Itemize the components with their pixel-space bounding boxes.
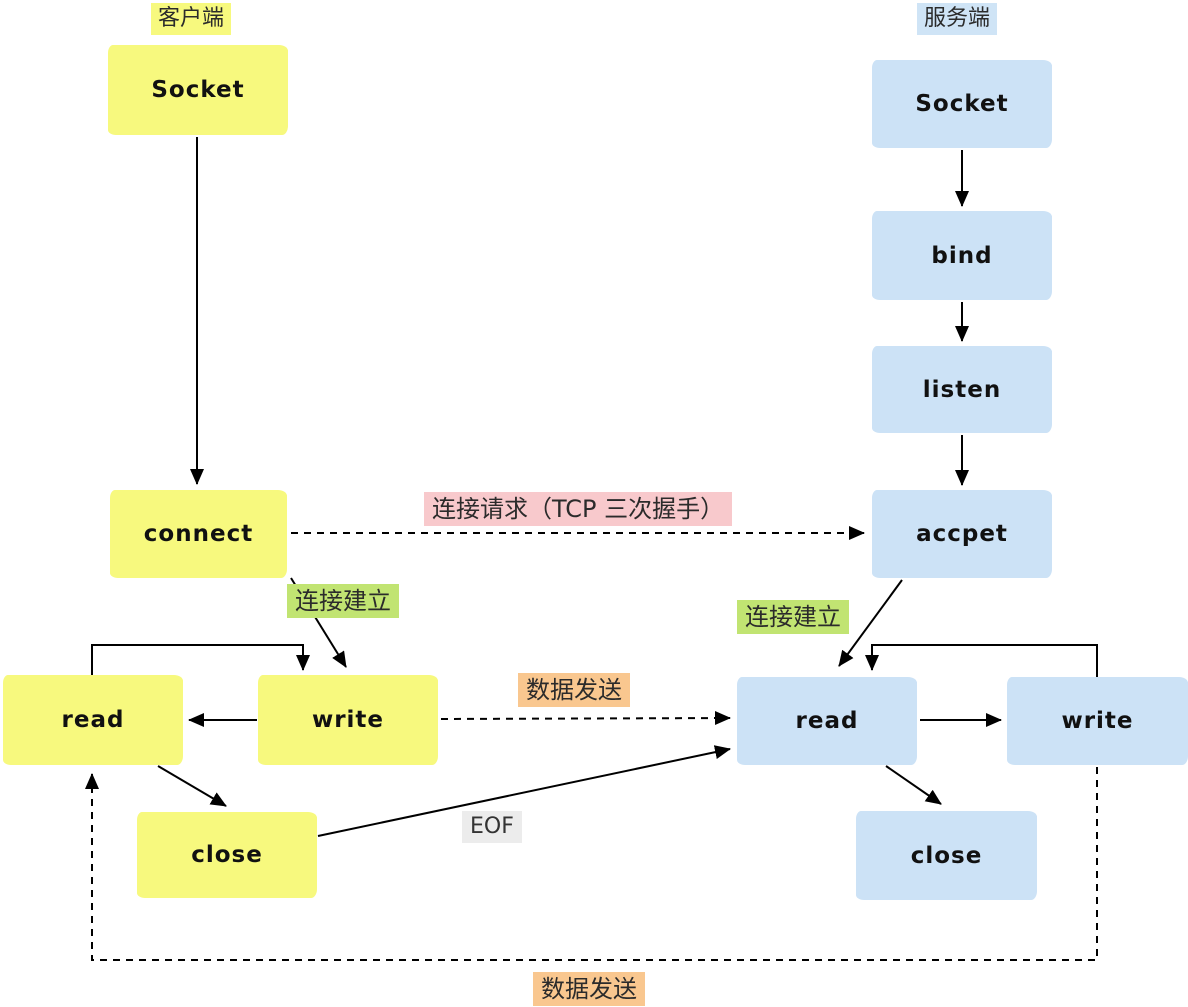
server-close-node: close	[856, 811, 1037, 900]
client-close-node: close	[137, 812, 317, 898]
data-send-bottom-label: 数据发送	[533, 972, 645, 1006]
connection-established-client-label: 连接建立	[287, 584, 399, 618]
server-accept-node: accpet	[872, 490, 1052, 578]
client-connect-node: connect	[110, 490, 287, 578]
data-send-middle-label: 数据发送	[518, 673, 630, 707]
server-read-node: read	[737, 677, 917, 765]
client-write-node: write	[258, 675, 438, 765]
server-bind-node: bind	[872, 211, 1052, 300]
eof-label: EOF	[462, 811, 522, 843]
client-read-node: read	[3, 675, 183, 765]
server-header: 服务端	[917, 3, 998, 35]
handshake-label: 连接请求（TCP 三次握手）	[424, 492, 733, 526]
client-socket-node: Socket	[108, 45, 288, 135]
connection-established-server-label: 连接建立	[737, 600, 849, 634]
server-listen-node: listen	[872, 346, 1052, 433]
server-socket-node: Socket	[872, 60, 1052, 148]
server-write-node: write	[1007, 677, 1188, 765]
client-header: 客户端	[151, 3, 232, 35]
